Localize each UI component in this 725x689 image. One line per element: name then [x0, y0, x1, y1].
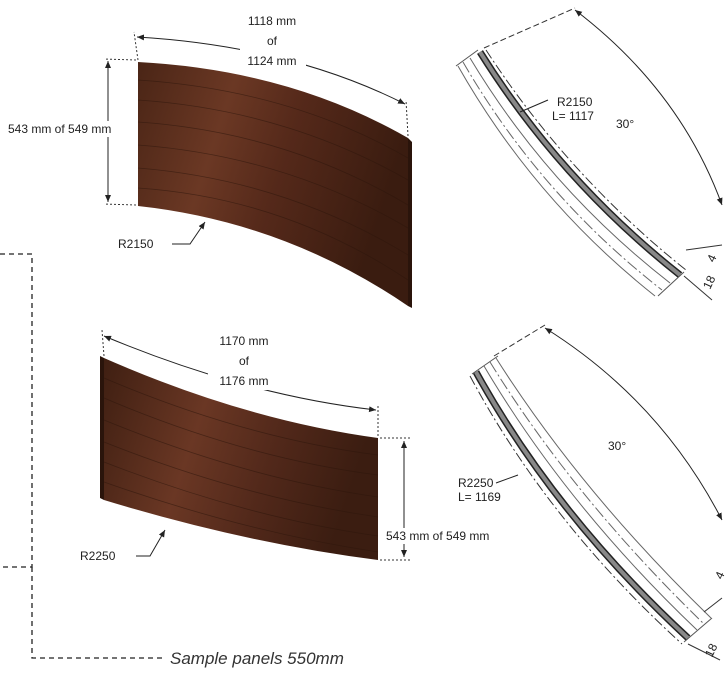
- radius-label: R2250: [458, 476, 494, 490]
- ext-line: [405, 99, 409, 137]
- section-outer-band: [472, 370, 691, 641]
- radius-leader: [495, 474, 519, 484]
- dim-line: [683, 275, 713, 301]
- section-centerline: [489, 361, 705, 625]
- width-label-line3: 1124 mm: [247, 54, 296, 68]
- radius-label: R2150: [118, 237, 154, 251]
- dim-b-label: 18: [702, 641, 720, 659]
- section-end: [683, 617, 713, 643]
- dim-a-label: 4: [704, 252, 720, 264]
- radius-leader: [136, 529, 166, 557]
- section-outer-fill: [478, 50, 682, 277]
- ext-line: [103, 58, 137, 61]
- section-outer-fill: [474, 371, 690, 640]
- section-chain-line: [485, 49, 687, 271]
- wood-grain-2: [103, 377, 379, 553]
- width-label-line1: 1118 mm: [248, 14, 296, 28]
- ext-line: [103, 203, 137, 206]
- length-label: L= 1169: [458, 490, 501, 504]
- section-end: [657, 271, 685, 297]
- angle-label: 30°: [608, 439, 626, 453]
- cross-section-r2150: 30° R2150 L= 1117 4 18: [455, 7, 723, 301]
- label-bg: [208, 332, 278, 390]
- dim-line: [685, 244, 723, 251]
- section-centerline: [462, 61, 663, 291]
- height-label: 543 mm of 549 mm: [386, 529, 489, 543]
- radius-leader: [172, 221, 206, 245]
- label-bg: [6, 121, 138, 137]
- section-line: [457, 65, 656, 297]
- section-end: [471, 355, 499, 375]
- dim-line: [703, 597, 723, 613]
- length-label: L= 1117: [552, 109, 594, 123]
- ext-line: [133, 31, 139, 61]
- label-bg: [240, 14, 306, 72]
- panel-edge-r2250: [100, 356, 104, 500]
- width-label-line2: of: [267, 34, 278, 48]
- section-line: [495, 357, 712, 619]
- dim-b-label: 18: [700, 273, 718, 291]
- angle-ray: [483, 7, 576, 49]
- caption: Sample panels 550mm: [170, 649, 344, 668]
- angle-ray: [493, 324, 546, 357]
- ext-line: [101, 329, 105, 357]
- width-label-line1: 1170 mm: [219, 334, 268, 348]
- panel-r2250: 1170 mm of 1176 mm 543 mm of 549 mm R225…: [80, 329, 520, 563]
- panel-edge-r2150: [408, 138, 412, 308]
- wood-panel-r2150: [138, 62, 408, 306]
- width-label-line3: 1176 mm: [219, 374, 268, 388]
- group-bracket: [0, 253, 165, 659]
- section-line: [469, 57, 671, 284]
- angle-arc: [544, 327, 723, 521]
- angle-arc: [574, 9, 723, 206]
- dim-line: [687, 643, 721, 661]
- cross-section-r2250: 30° R2250 L= 1169 4 18: [458, 324, 725, 661]
- radius-leader: [519, 99, 549, 113]
- section-line: [483, 365, 698, 631]
- panel-r2150: 1118 mm of 1124 mm 543 mm of 549 mm R215…: [6, 14, 412, 308]
- angle-label: 30°: [616, 117, 634, 131]
- dim-a-label: 4: [712, 569, 725, 581]
- label-bg: [386, 528, 520, 544]
- height-label: 543 mm of 549 mm: [8, 122, 111, 136]
- width-label-line2: of: [239, 354, 250, 368]
- section-end: [455, 49, 479, 67]
- radius-label: R2150: [557, 95, 593, 109]
- radius-label: R2250: [80, 549, 116, 563]
